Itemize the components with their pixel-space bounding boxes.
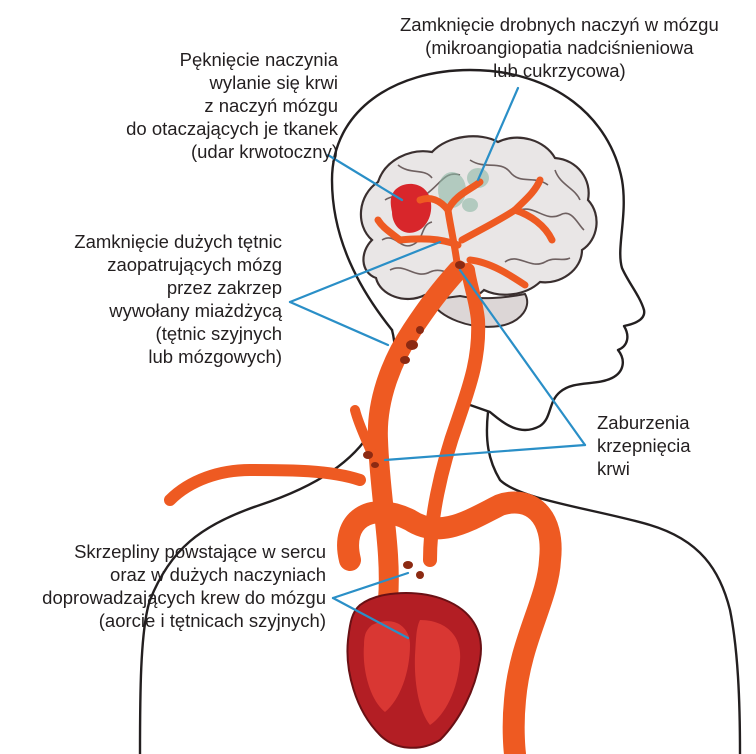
label-line: lub mózgowych) — [74, 345, 282, 368]
label-small-vessels: Zamknięcie drobnych naczyń w mózgu (mikr… — [400, 13, 719, 82]
plaque — [406, 340, 418, 350]
label-large-arteries: Zamknięcie dużych tętnic zaopatrujących … — [74, 230, 282, 368]
label-hemorrhage: Pęknięcie naczynia wylanie się krwi z na… — [126, 48, 338, 163]
plaque — [455, 261, 465, 269]
label-line: Zamknięcie drobnych naczyń w mózgu — [400, 13, 719, 36]
label-line: zaopatrujących mózg — [74, 253, 282, 276]
plaque — [416, 326, 424, 334]
label-line: przez zakrzep — [74, 276, 282, 299]
plaque — [371, 462, 379, 468]
label-line: Pęknięcie naczynia — [126, 48, 338, 71]
label-line: Zamknięcie dużych tętnic — [74, 230, 282, 253]
plaque — [416, 571, 424, 579]
label-line: lub cukrzycowa) — [400, 59, 719, 82]
label-line: Zaburzenia — [597, 411, 691, 434]
label-line: wylanie się krwi — [126, 71, 338, 94]
label-line: doprowadzających krew do mózgu — [42, 586, 326, 609]
pointer-line-coagulation-2 — [385, 445, 585, 460]
label-line: (udar krwotoczny) — [126, 140, 338, 163]
label-line: Skrzepliny powstające w sercu — [42, 540, 326, 563]
label-line: (aorcie i tętnicach szyjnych) — [42, 609, 326, 632]
label-line: krzepnięcia — [597, 434, 691, 457]
label-line: wywołany miażdżycą — [74, 299, 282, 322]
subclavian-artery — [170, 470, 360, 500]
label-coagulation: Zaburzenia krzepnięcia krwi — [597, 411, 691, 480]
plaque — [400, 356, 410, 364]
label-line: krwi — [597, 457, 691, 480]
label-line: oraz w dużych naczyniach — [42, 563, 326, 586]
label-line: (mikroangiopatia nadciśnieniowa — [400, 36, 719, 59]
label-line: (tętnic szyjnych — [74, 322, 282, 345]
pointer-line-large-arteries-2 — [290, 302, 388, 345]
ischemia-spot — [462, 198, 478, 212]
label-line: do otaczających je tkanek — [126, 117, 338, 140]
plaque — [363, 451, 373, 459]
plaque — [403, 561, 413, 569]
label-line: z naczyń mózgu — [126, 94, 338, 117]
label-heart-clots: Skrzepliny powstające w sercu oraz w duż… — [42, 540, 326, 632]
